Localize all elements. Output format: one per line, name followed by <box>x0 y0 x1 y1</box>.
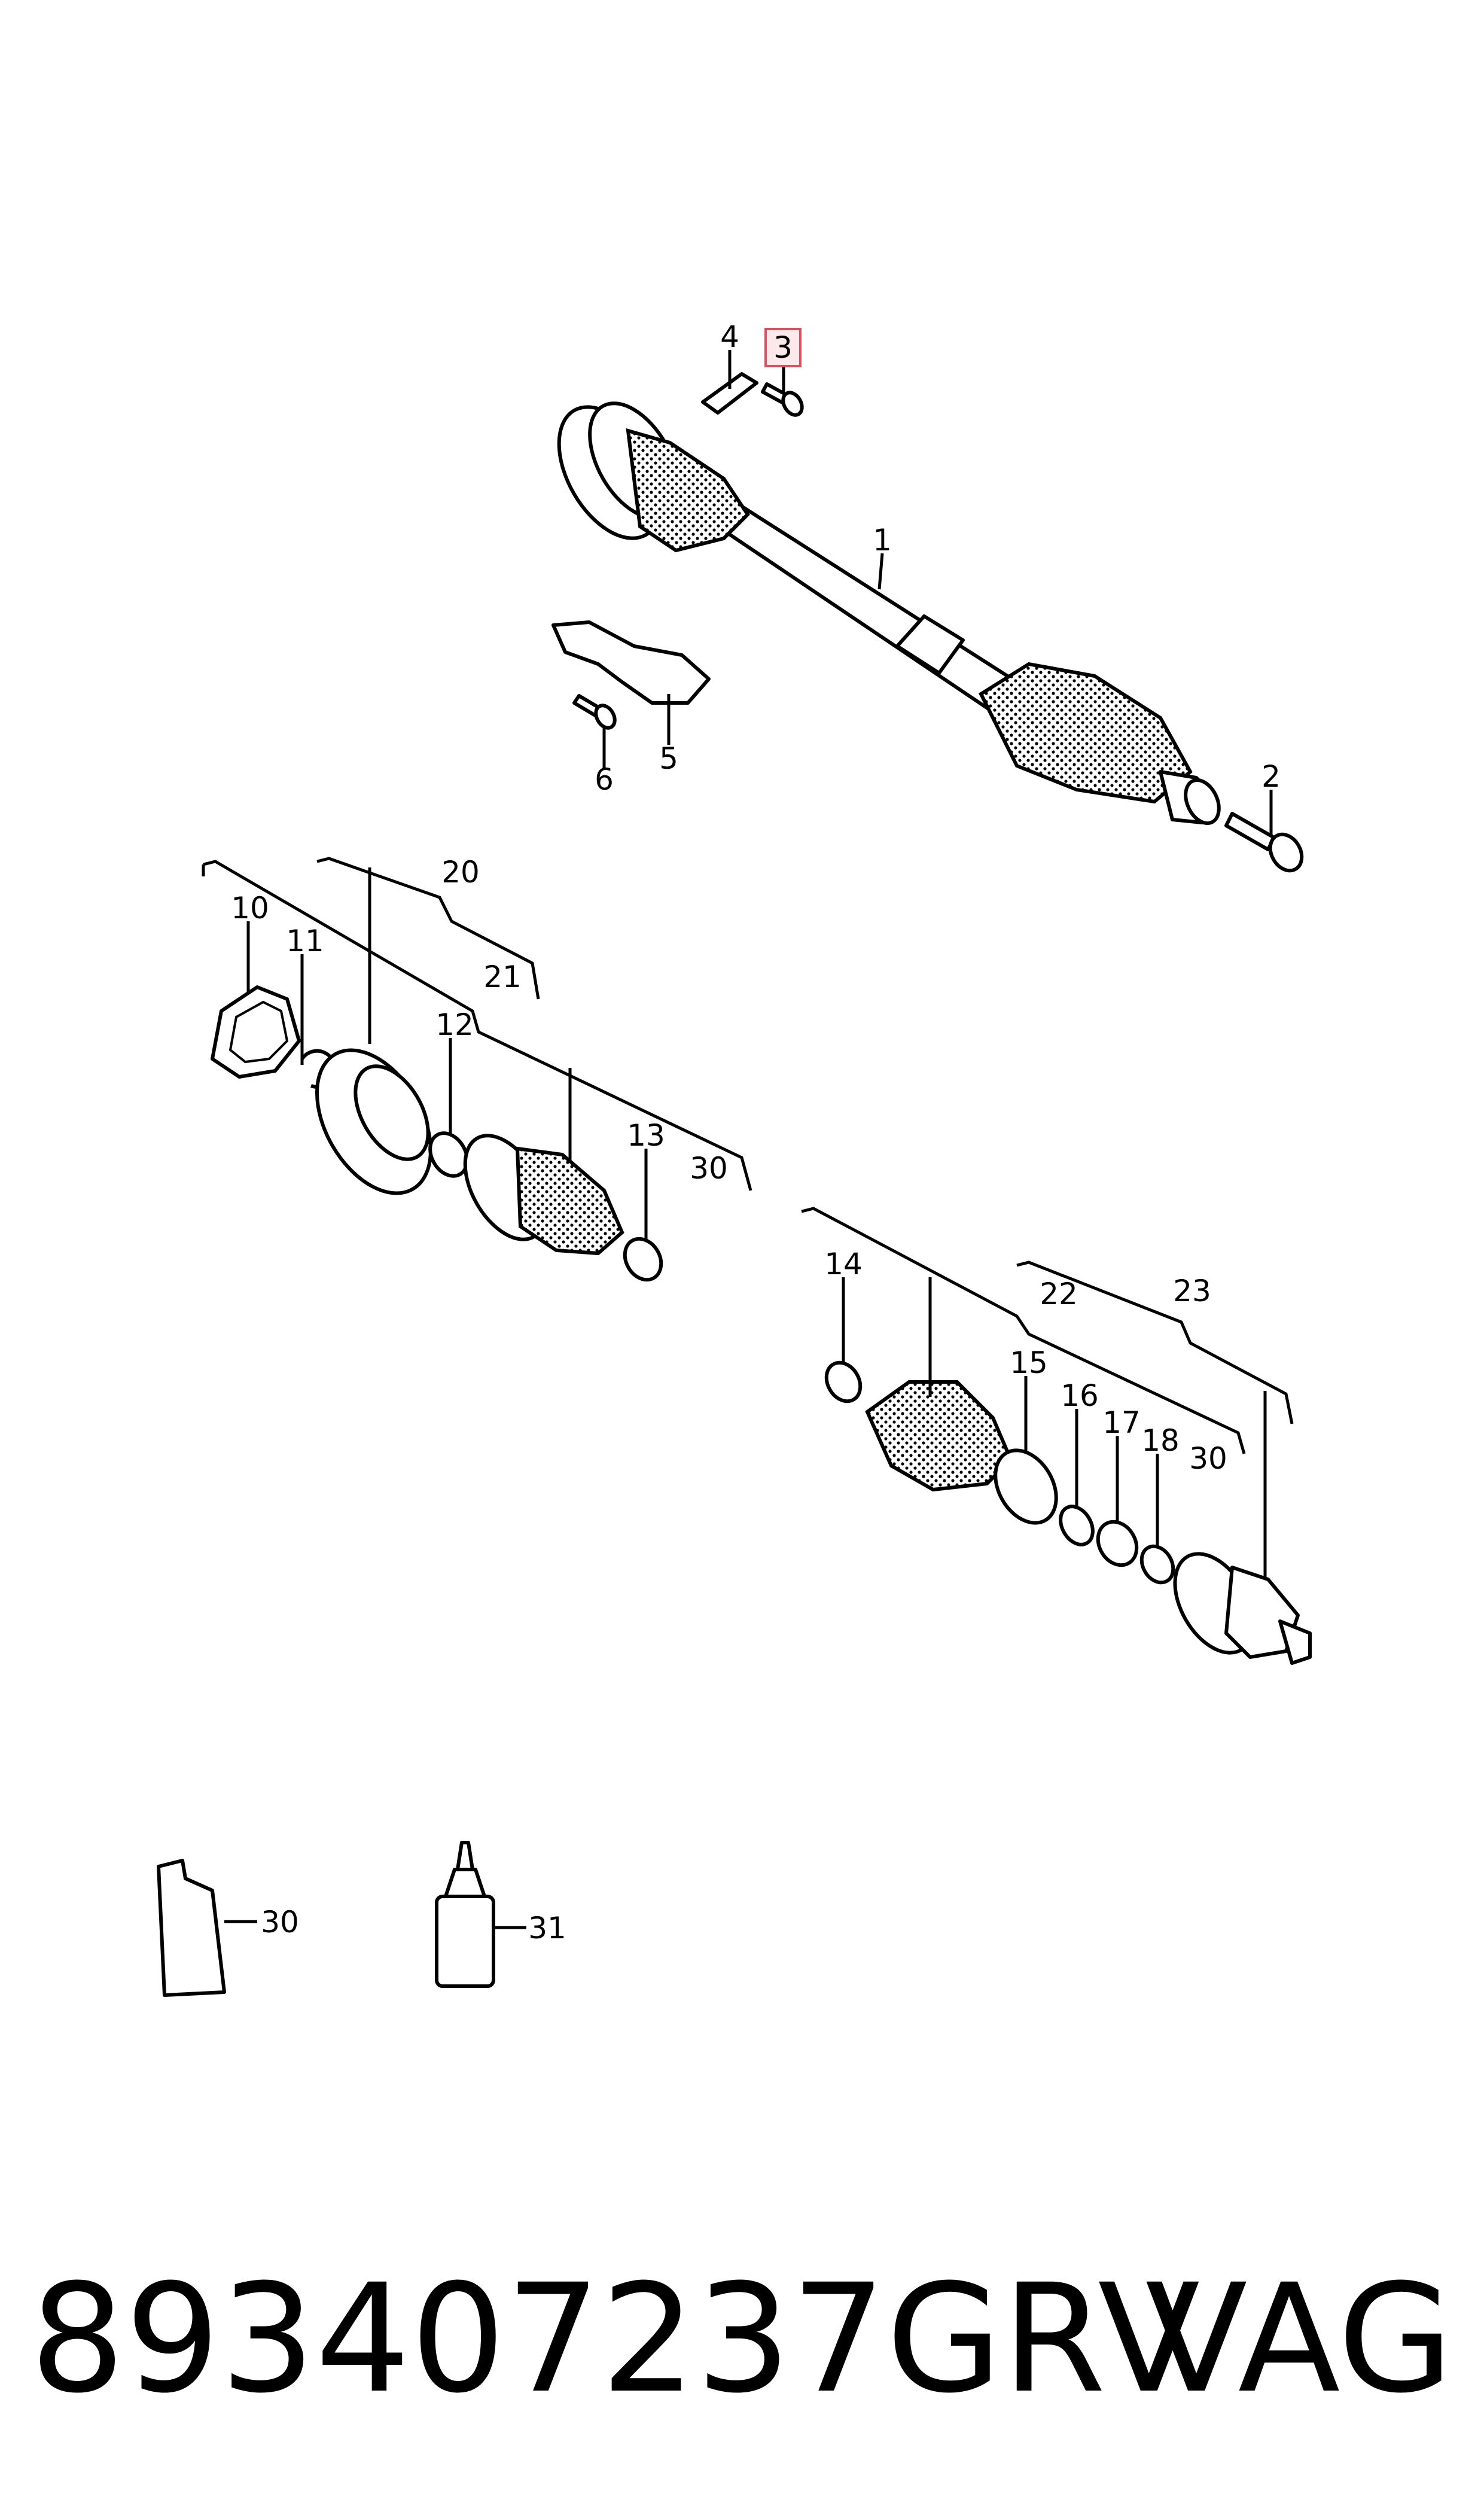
callout-20: 20 <box>441 855 480 890</box>
callout-3[interactable]: 3 <box>773 330 793 365</box>
callout-23: 23 <box>1173 1274 1211 1308</box>
callout-30-tube: 30 <box>261 1905 299 1940</box>
cv-joint-20 <box>315 1048 432 1195</box>
callout-15: 15 <box>1010 1345 1048 1380</box>
gasket-10 <box>211 985 301 1079</box>
callout-6: 6 <box>595 762 614 797</box>
clamp-13 <box>623 1237 663 1282</box>
callout-11: 11 <box>286 924 324 958</box>
ring-12 <box>428 1131 469 1178</box>
callout-18: 18 <box>1141 1423 1180 1458</box>
callout-4: 4 <box>720 319 739 354</box>
washer-17 <box>1096 1520 1139 1567</box>
clamp-14 <box>824 1360 863 1403</box>
screw-3 <box>761 382 804 417</box>
brand-name: VAG <box>1145 2252 1453 2426</box>
highlight-box <box>764 328 802 367</box>
cv-joint-23 <box>1173 1552 1312 1665</box>
callout-17: 17 <box>1102 1405 1141 1440</box>
circlip-18 <box>1139 1544 1175 1585</box>
part-number: 893407237GRV <box>30 2252 1200 2426</box>
heat-shield-5 <box>551 620 711 705</box>
callout-21: 21 <box>483 960 522 994</box>
sealant-bottle-31 <box>435 1841 495 1988</box>
drive-shaft-assembly <box>557 401 1221 826</box>
callout-30-lower: 30 <box>1189 1441 1227 1476</box>
grease-tube-30 <box>157 1859 226 1997</box>
callout-14: 14 <box>824 1247 863 1281</box>
boot-22 <box>865 1380 1013 1492</box>
ring-16 <box>1059 1505 1095 1546</box>
callout-31: 31 <box>528 1911 566 1945</box>
boot-kit-21 <box>463 1134 624 1256</box>
callout-12: 12 <box>435 1007 474 1042</box>
callout-30-upper: 30 <box>690 1151 728 1186</box>
callout-2: 2 <box>1261 759 1281 794</box>
callout-16: 16 <box>1061 1378 1099 1413</box>
footer: 893407237GRV VAG <box>30 2249 1453 2429</box>
callout-1: 1 <box>873 523 892 558</box>
leader-lines <box>202 350 1294 1929</box>
callout-labels: 1 2 3 4 5 6 10 11 12 13 14 15 16 17 18 2… <box>231 319 1281 1945</box>
callout-10: 10 <box>231 891 269 925</box>
clamp-15 <box>994 1448 1058 1525</box>
bolt-2 <box>1224 812 1304 873</box>
callout-5: 5 <box>659 741 678 776</box>
callout-13: 13 <box>627 1118 665 1153</box>
screw-6 <box>572 694 617 730</box>
callout-22: 22 <box>1040 1277 1078 1311</box>
